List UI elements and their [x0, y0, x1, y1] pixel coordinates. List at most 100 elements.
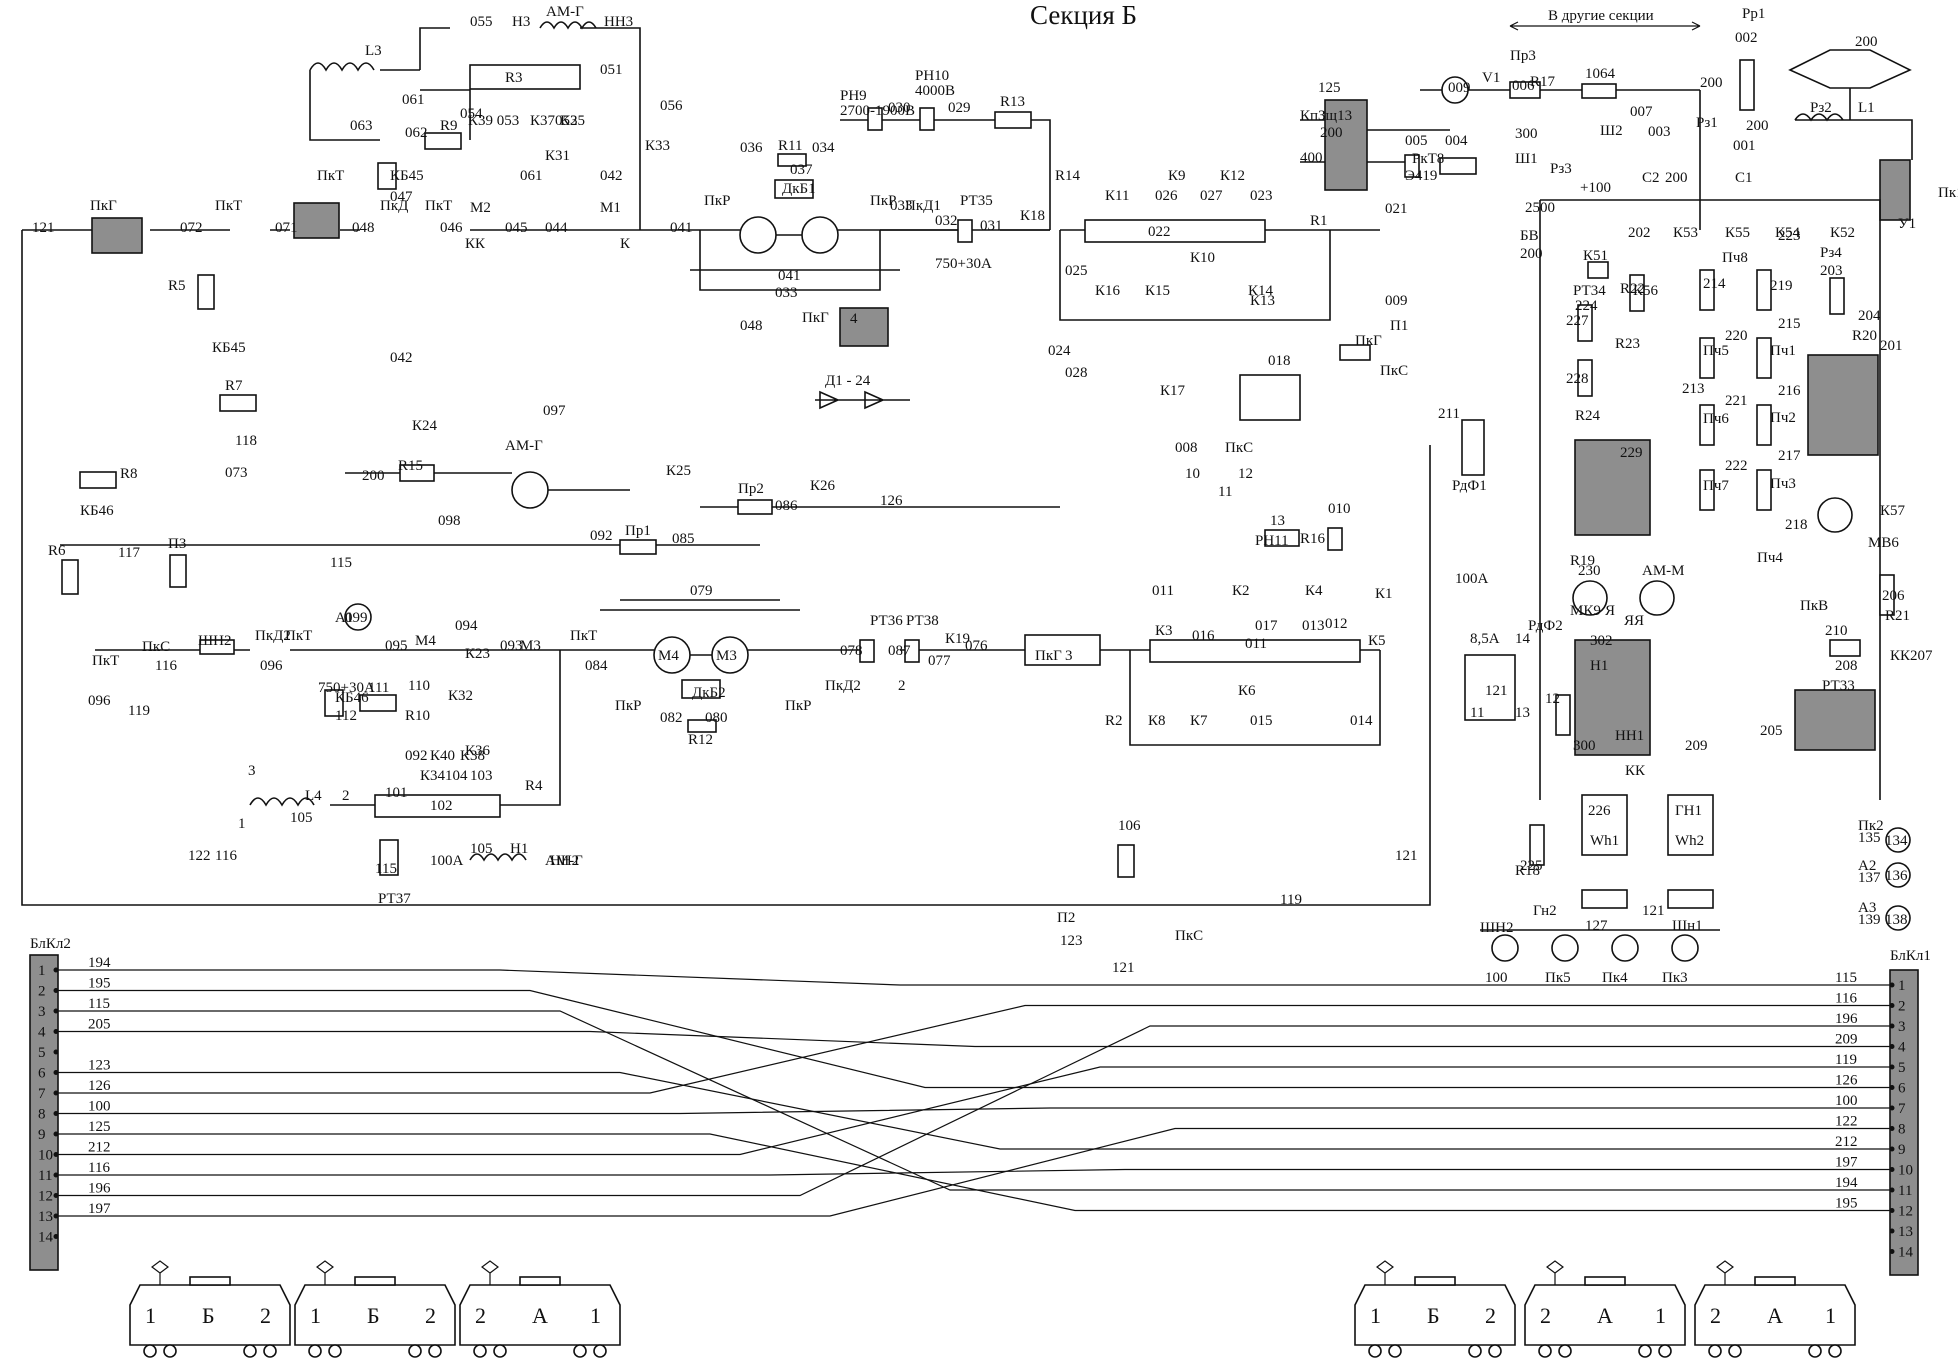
component-label: К15 [1145, 283, 1170, 299]
component-label: 041 [670, 220, 693, 236]
component-label: 018 [1268, 353, 1291, 369]
gn1-box [1574, 639, 1651, 756]
component-label: ПкТ [317, 168, 344, 184]
wh2-meter [1667, 794, 1714, 856]
rn10-relay [919, 107, 935, 131]
loco-body [1354, 1284, 1516, 1346]
component-label: Н1 [510, 841, 528, 857]
blkl1-wire-label: 194 [1835, 1175, 1858, 1191]
component-label: 010 [1328, 501, 1351, 517]
m2-motor [739, 216, 777, 254]
am-g-coil-top [539, 21, 597, 30]
component-label: 027 [1200, 188, 1223, 204]
component-label: 025 [1065, 263, 1088, 279]
component-label: 086 [775, 498, 798, 514]
component-label: 224 [1575, 298, 1598, 314]
a1-ammeter [344, 603, 372, 631]
blkl1-wire-label: 119 [1835, 1052, 1857, 1068]
wh1-meter [1581, 794, 1628, 856]
component-label: 045 [505, 220, 528, 236]
component-label: 202 [1628, 225, 1651, 241]
rt33-relay [1829, 639, 1861, 657]
loco-roof-box [189, 1276, 231, 1286]
r23-resistor [1577, 304, 1593, 342]
component-label: П3 [168, 536, 186, 552]
loco-wheel [263, 1344, 277, 1358]
pk1-pantograph [1788, 49, 1912, 89]
loco-pantograph [151, 1260, 169, 1285]
a3-ammeter [1885, 862, 1911, 888]
blkl1-wire-label: 116 [1835, 991, 1857, 1007]
r2-wires [1129, 650, 1381, 746]
blkl2-pin: 3 [38, 1004, 46, 1020]
component-label: БВ [1520, 228, 1539, 244]
component-label: К1 [1375, 586, 1393, 602]
component-label: К24 [412, 418, 438, 434]
component-label: Н1 [1590, 658, 1608, 674]
component-label: 230 [1578, 563, 1601, 579]
component-label: 2 [898, 678, 906, 694]
pk5-contact [1491, 934, 1519, 962]
component-label: 095 [385, 638, 408, 654]
blkl1-pin: 2 [1898, 999, 1906, 1015]
rt38-relay [904, 639, 920, 663]
component-label: 3 [1065, 648, 1073, 664]
component-label: 215 [1778, 316, 1801, 332]
component-label: 10 [1185, 466, 1200, 482]
loco-roof-box [1584, 1276, 1626, 1286]
component-label: 2 [342, 788, 350, 804]
component-label: 300 [1573, 738, 1596, 754]
blkl1-pin: 5 [1898, 1060, 1906, 1076]
blkl1-pin-dot [1889, 1064, 1895, 1070]
blkl1-pin-dot [1889, 1187, 1895, 1193]
component-label: КК [465, 236, 486, 252]
component-label: 116 [215, 848, 237, 864]
r1-wires [1059, 229, 1331, 321]
component-label: КБ45 [390, 168, 424, 184]
component-label: К32 [448, 688, 473, 704]
loco-end-number: 1 [145, 1303, 156, 1328]
kpzsch-wires [1300, 119, 1450, 163]
component-label: К35 [560, 113, 585, 129]
blkl2-wire-label: 126 [88, 1078, 111, 1094]
loco-roof-box [354, 1276, 396, 1286]
component-label: 080 [705, 710, 728, 726]
r21-resistor [1879, 574, 1895, 616]
component-label: R8 [120, 466, 138, 482]
loco-end-number: 1 [310, 1303, 321, 1328]
loco-section-letter: А [1767, 1303, 1783, 1328]
component-label: К40 [430, 748, 455, 764]
y1-box [1879, 159, 1911, 221]
component-label: R7 [225, 378, 243, 394]
component-label: 006 [1512, 78, 1535, 94]
component-label: 085 [672, 531, 695, 547]
component-label: 082 [660, 710, 683, 726]
component-label: 104 [445, 768, 468, 784]
blkl1-pin-dot [1889, 1023, 1895, 1029]
component-label: 206 [1882, 588, 1905, 604]
component-label: 8,5А [1470, 631, 1500, 647]
component-label: 4000В [915, 83, 955, 99]
component-label: 111 [368, 680, 389, 696]
r8-resistor [79, 471, 117, 489]
blkl1-pin-dot [1889, 1085, 1895, 1090]
cable-wire [58, 1168, 1890, 1176]
blkl2-pin-dot [53, 1070, 59, 1075]
return-loop-121 [21, 230, 1431, 906]
loco-body [459, 1284, 621, 1346]
component-label: 098 [438, 513, 461, 529]
blkl1-wire-label: 122 [1835, 1114, 1858, 1130]
mv6-motor [1817, 497, 1853, 533]
component-label: 004 [1445, 133, 1468, 149]
component-label: 219 [1770, 278, 1793, 294]
component-label: 029 [948, 100, 971, 116]
component-label: А3 [1858, 900, 1876, 916]
component-label: АМ-Г [545, 853, 583, 869]
blkl2-wire-label: 125 [88, 1119, 111, 1135]
component-label: ПкС [1225, 440, 1253, 456]
component-label: Пч1 [1770, 343, 1796, 359]
